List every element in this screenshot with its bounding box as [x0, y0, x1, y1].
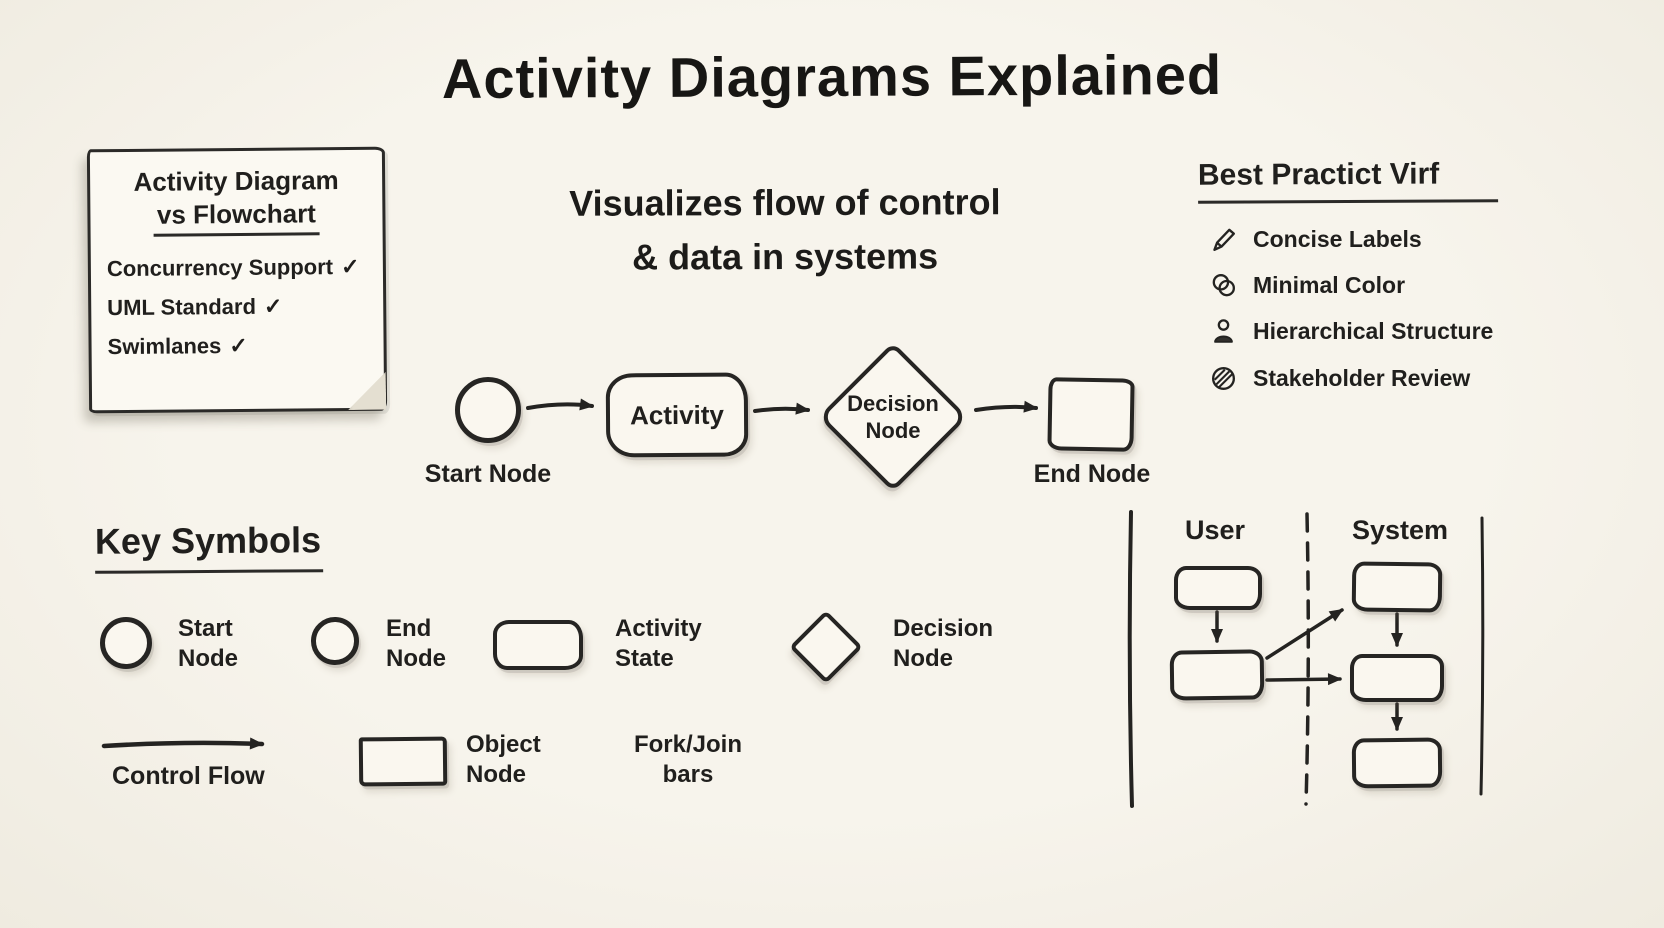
arrow-start-to-activity — [526, 398, 594, 411]
start-node-symbol — [100, 617, 152, 669]
page-title: Activity Diagrams Explained — [441, 42, 1223, 111]
decision-node-symbol — [789, 610, 863, 684]
checkmark-icon: ✓ — [229, 332, 248, 359]
swimlane-line-left — [1127, 510, 1134, 808]
label-line: End — [386, 615, 432, 642]
arrow-user2-to-system1 — [1265, 608, 1344, 660]
label-line: Fork/Join — [633, 731, 742, 758]
best-practice-item: Concise Labels — [1208, 222, 1422, 256]
label-line: Node — [178, 645, 238, 672]
best-practice-label: Stakeholder Review — [1253, 364, 1471, 391]
comparison-note: Activity Diagram vs Flowchart Concurrenc… — [86, 146, 388, 414]
flow-end-node — [1047, 377, 1135, 452]
swimlane-line-right — [1479, 516, 1485, 796]
object-node-symbol — [358, 736, 448, 787]
swimlane-system-box-2 — [1350, 654, 1444, 702]
swimlane-user-box-1 — [1174, 566, 1262, 610]
best-practice-item: Hierarchical Structure — [1208, 314, 1493, 348]
flow-decision-label-line1: Decision — [847, 391, 939, 416]
decision-node-symbol-label: Decision Node — [893, 614, 993, 674]
note-item-label: UML Standard — [107, 293, 257, 321]
fork-join-label: Fork/Join bars — [618, 730, 758, 790]
flow-activity-label: Activity — [629, 399, 725, 430]
control-flow-label: Control Flow — [112, 762, 265, 790]
note-item: Concurrency Support✓ — [107, 247, 367, 288]
flow-activity-node: Activity — [605, 372, 749, 458]
activity-state-symbol-label: Activity State — [615, 614, 702, 674]
flow-end-label: End Node — [1033, 460, 1151, 488]
best-practices-heading: Best Practict Virf — [1197, 157, 1499, 204]
arrow-user2-to-system2 — [1265, 673, 1342, 686]
label-line: State — [615, 645, 674, 672]
arrow-decision-to-end — [974, 400, 1038, 413]
note-fold-corner — [348, 372, 386, 410]
arrow-activity-to-decision — [753, 402, 810, 415]
label-line: Node — [893, 645, 953, 672]
end-node-symbol-label: End Node — [386, 614, 446, 674]
swimlane-divider-dashed — [1304, 512, 1311, 806]
swimlane-system-label: System — [1352, 515, 1449, 545]
arrow-control-flow-sample — [101, 737, 265, 750]
note-heading: Activity Diagram vs Flowchart — [106, 164, 367, 237]
checkmark-icon: ✓ — [340, 253, 360, 280]
flow-decision-label: Decision Node — [834, 390, 952, 444]
best-practice-item: Stakeholder Review — [1208, 361, 1470, 395]
note-heading-line2: vs Flowchart — [152, 197, 321, 237]
note-item-label: Concurrency Support — [106, 254, 334, 282]
note-item: UML Standard✓ — [107, 286, 367, 327]
note-items: Concurrency Support✓ UML Standard✓ Swiml… — [107, 247, 368, 366]
best-practice-label: Minimal Color — [1253, 271, 1406, 298]
best-practice-item: Minimal Color — [1208, 268, 1405, 302]
subtitle-line2: & data in systems — [631, 235, 939, 278]
swimlane-system-box-1 — [1351, 561, 1443, 613]
note-item: Swimlanes ✓ — [107, 325, 367, 366]
swimlane-user-label: User — [1185, 515, 1246, 545]
pencil-icon — [1213, 228, 1235, 251]
subtitle-line1: Visualizes flow of control — [569, 181, 1001, 224]
label-line: Start — [178, 615, 233, 642]
flow-start-label: Start Node — [424, 460, 552, 488]
checkmark-icon: ✓ — [263, 293, 283, 319]
object-node-symbol-label: Object Node — [466, 730, 541, 790]
activity-state-symbol — [493, 620, 583, 670]
start-node-symbol-label: Start Node — [178, 614, 238, 674]
flow-decision-label-line2: Node — [865, 418, 921, 443]
note-item-label: Swimlanes — [107, 333, 222, 360]
note-heading-line1: Activity Diagram — [133, 165, 339, 197]
swimlane-system-box-3 — [1351, 737, 1443, 789]
label-line: Decision — [893, 615, 994, 642]
overlapping-circles-icon — [1212, 273, 1235, 296]
label-line: Node — [386, 645, 446, 672]
swimlane-user-box-2 — [1169, 649, 1265, 701]
shaded-circle-icon — [1212, 366, 1235, 390]
best-practice-label: Hierarchical Structure — [1253, 317, 1494, 344]
label-line: Object — [466, 731, 541, 758]
label-line: bars — [662, 761, 714, 788]
key-symbols-heading: Key Symbols — [94, 519, 324, 574]
best-practice-label: Concise Labels — [1253, 225, 1422, 252]
flow-start-node — [455, 377, 521, 443]
end-node-symbol — [310, 616, 360, 666]
label-line: Node — [466, 761, 526, 788]
subtitle: Visualizes flow of control & data in sys… — [470, 175, 1100, 285]
person-icon — [1214, 318, 1233, 343]
label-line: Activity — [615, 615, 702, 642]
